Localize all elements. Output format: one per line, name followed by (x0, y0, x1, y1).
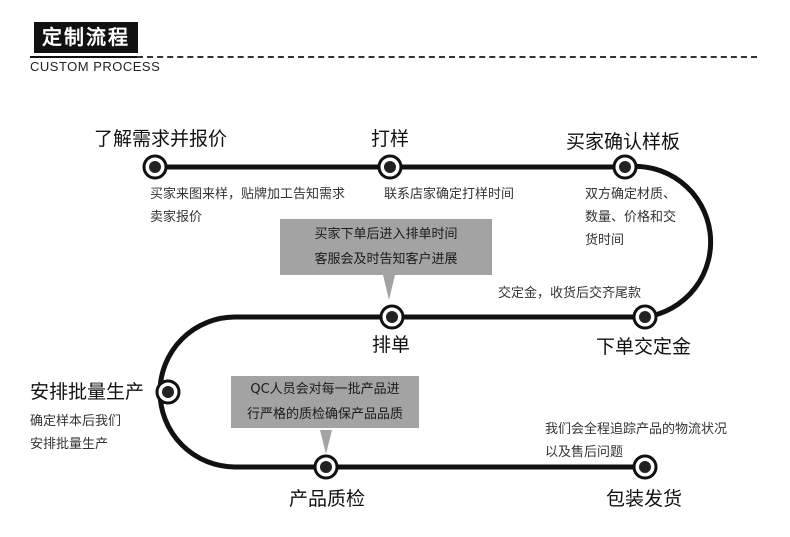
note-line: 交定金，收货后交齐尾款 (498, 286, 642, 301)
step-label-shipping: 包装发货 (606, 488, 683, 510)
callout-inspection: QC人员会对每一批产品进 行严格的质检确保产品品质 (231, 376, 419, 428)
node-deposit (632, 304, 658, 330)
step-label-sample: 打样 (371, 128, 410, 150)
callout-schedule: 买家下单后进入排单时间 客服会及时告知客户进展 (280, 219, 492, 275)
note-line: 联系店家确定打样时间 (384, 187, 515, 202)
node-confirm (612, 154, 638, 180)
step-label-production: 安排批量生产 (30, 381, 145, 403)
step-label-inspection: 产品质检 (289, 488, 366, 510)
step-note-confirm: 双方确定材质、 数量、价格和交 货时间 (585, 183, 676, 252)
note-line: 以及售后问题 (545, 445, 624, 460)
step-label-quote: 了解需求并报价 (94, 128, 228, 150)
node-inspection (313, 454, 339, 480)
callout-line: 客服会及时告知客户进展 (314, 252, 458, 267)
node-sample (377, 154, 403, 180)
node-shipping (632, 454, 658, 480)
callout-line: 买家下单后进入排单时间 (314, 227, 458, 242)
step-label-deposit: 下单交定金 (596, 336, 692, 358)
dashed-divider (137, 56, 757, 58)
node-production (155, 379, 181, 405)
step-label-schedule: 排单 (372, 334, 411, 356)
page-subtitle: CUSTOM PROCESS (30, 59, 161, 74)
note-line: 双方确定材质、 (585, 187, 677, 202)
step-label-confirm: 买家确认样板 (566, 131, 681, 153)
note-line: 买家来图来样，贴牌加工告知需求 (150, 187, 346, 202)
callout-line: 行严格的质检确保产品品质 (246, 407, 403, 422)
note-line: 安排批量生产 (30, 437, 109, 452)
page-title: 定制流程 (34, 22, 138, 53)
process-path (152, 163, 714, 470)
node-quote (142, 154, 168, 180)
note-line: 数量、价格和交 (585, 210, 677, 225)
step-note-sample: 联系店家确定打样时间 (384, 183, 514, 206)
title-underline (30, 56, 137, 58)
step-note-quote: 买家来图来样，贴牌加工告知需求 卖家报价 (150, 183, 345, 229)
note-line: 卖家报价 (150, 210, 203, 225)
callout-pointer (383, 275, 395, 300)
step-note-shipping: 我们会全程追踪产品的物流状况 以及售后问题 (545, 418, 727, 464)
note-line: 货时间 (585, 233, 625, 248)
node-schedule (379, 304, 405, 330)
note-line: 我们会全程追踪产品的物流状况 (545, 422, 728, 437)
note-line: 确定样本后我们 (30, 414, 122, 429)
step-note-deposit: 交定金，收货后交齐尾款 (498, 282, 641, 305)
callout-line: QC人员会对每一批产品进 (250, 382, 400, 397)
callout-pointer (320, 430, 332, 454)
step-note-production: 确定样本后我们 安排批量生产 (30, 410, 121, 456)
